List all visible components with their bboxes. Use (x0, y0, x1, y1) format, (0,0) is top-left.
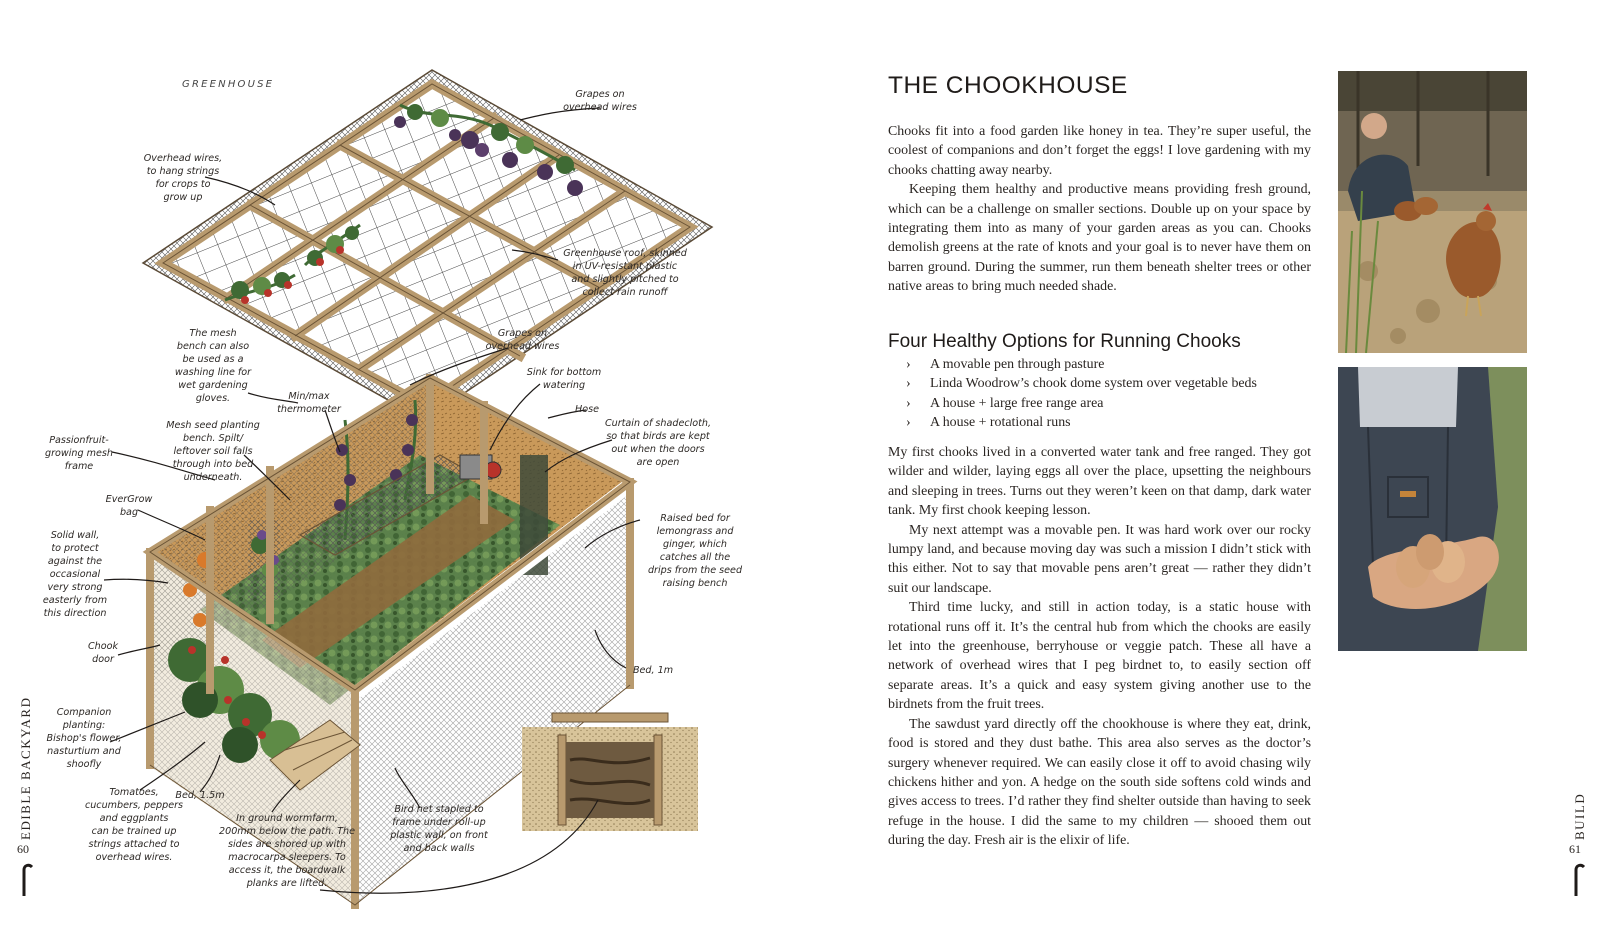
options-list: › A movable pen through pasture › Linda Wo… (888, 355, 1257, 433)
label-roof: Greenhouse roof, skinned in UV-resistant… (563, 248, 687, 298)
label-bed-1m: Bed, 1m (632, 665, 674, 676)
label-thermometer: Min/max thermometer (277, 391, 341, 415)
intro-paragraph: Keeping them healthy and productive mean… (888, 182, 1311, 295)
photo-chooks (1338, 71, 1527, 353)
label-solid-wall: Solid wall, to protect against the occas… (42, 530, 108, 619)
list-item: › A house + rotational runs (888, 413, 1257, 432)
label-wormfarm: In ground wormfarm, 200mm below the path… (218, 813, 356, 889)
label-evergrow: EverGrow bag (105, 494, 153, 518)
illustration-title: GREENHOUSE (182, 79, 275, 90)
intro-paragraph: Chooks fit into a food garden like honey… (888, 124, 1311, 178)
bullet-icon: › (906, 395, 911, 411)
wormfarm-diagram (522, 712, 698, 831)
label-seed-bench: Mesh seed planting bench. Spilt/ leftove… (166, 420, 260, 483)
label-chook-door: Chook door (87, 641, 119, 665)
hook-icon (22, 863, 34, 896)
tomato-plants (168, 552, 300, 763)
label-birdnet: Bird net stapled to frame under roll-up … (390, 804, 488, 854)
leader-lines (103, 107, 641, 894)
label-sink: Sink for bottom watering (526, 367, 602, 391)
bullet-icon: › (906, 376, 911, 392)
list-item: › Linda Woodrow’s chook dome system over … (888, 374, 1257, 393)
label-mesh-bench: The mesh bench can also be used as a was… (174, 328, 252, 404)
options-heading: Four Healthy Options for Running Chooks (888, 331, 1241, 352)
story-text: My first chooks lived in a converted wat… (888, 443, 1311, 851)
page-title: THE CHOOKHOUSE (888, 72, 1128, 99)
running-head-left: EDIBLE BACKYARD (18, 696, 33, 840)
label-overhead-wires: Overhead wires, to hang strings for crop… (143, 153, 223, 203)
photo-eggs (1338, 367, 1527, 651)
list-item: › A movable pen through pasture (888, 355, 1257, 374)
passionfruit-frame (248, 520, 280, 600)
left-page: GREENHOUSE Grapes on overhead wires Over… (17, 69, 743, 909)
label-companion: Companion planting: Bishop's flower, nas… (46, 707, 122, 770)
label-hose: Hose (575, 404, 599, 415)
hook-icon (1574, 863, 1586, 896)
list-item: › A house + large free range area (888, 394, 1257, 413)
page-number-left: 60 (17, 842, 29, 856)
running-head-right: BUILD (1572, 792, 1587, 840)
option-text: Linda Woodrow’s chook dome system over v… (930, 376, 1257, 392)
label-bed-15: Bed, 1.5m (175, 790, 225, 801)
bullet-icon: › (906, 415, 911, 431)
grapes-vine (394, 103, 583, 196)
story-paragraph: My first chooks lived in a converted wat… (888, 445, 1311, 519)
greenhouse-structure (142, 373, 639, 909)
label-grapes-top: Grapes on overhead wires (563, 89, 637, 113)
greenhouse-illustration (103, 69, 714, 909)
label-raised-bed: Raised bed for lemongrass and ginger, wh… (647, 513, 743, 589)
option-text: A house + rotational runs (930, 415, 1071, 431)
label-grapes-mid: Grapes on overhead wires (485, 328, 560, 352)
story-paragraph: The sawdust yard directly off the chookh… (888, 716, 1311, 849)
intro-text: Chooks fit into a food garden like honey… (888, 122, 1311, 297)
tomato-vines-roof (224, 223, 361, 304)
label-curtain: Curtain of shadecloth, so that birds are… (604, 418, 712, 468)
label-tomatoes: Tomatoes, cucumbers, peppers and eggplan… (84, 787, 184, 863)
story-paragraph: My next attempt was a movable pen. It wa… (888, 522, 1311, 596)
option-text: A house + large free range area (930, 395, 1104, 411)
greenhouse-roof (141, 69, 714, 421)
story-paragraph: Third time lucky, and still in action to… (888, 600, 1311, 713)
bullet-icon: › (906, 357, 911, 372)
option-text: A movable pen through pasture (930, 357, 1105, 372)
page-number-right: 61 (1569, 842, 1581, 856)
label-passionfruit: Passionfruit- growing mesh frame (45, 435, 113, 472)
